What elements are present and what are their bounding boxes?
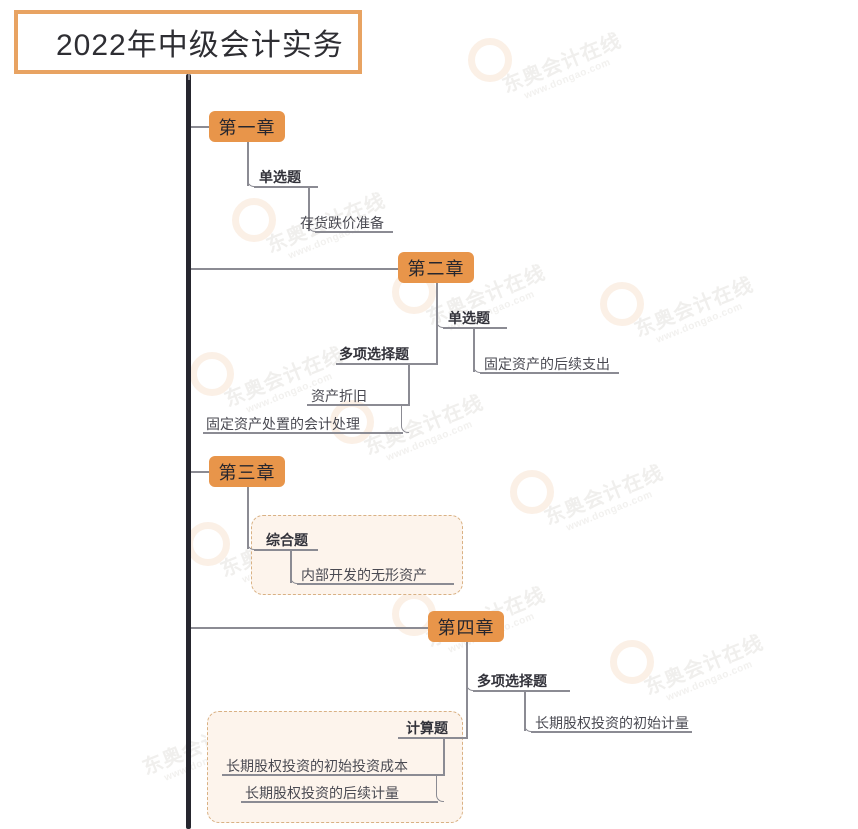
topic-label[interactable]: 固定资产的后续支出	[484, 356, 610, 372]
title-trunk-connector	[188, 74, 190, 80]
ch2-q2-topic1-underline	[307, 404, 410, 406]
ch3-q1-topic-elbow	[290, 576, 298, 584]
ch2-q2-underline	[336, 363, 438, 365]
watermark: 东奥会计在线 www.dongao.com	[631, 273, 761, 352]
group-box-chapter-4	[207, 711, 463, 823]
ch4-q1-topic-underline	[531, 731, 692, 733]
watermark-ring	[186, 522, 230, 566]
ch4-to-q2-stem	[466, 690, 468, 738]
watermark-brand: 东奥会计在线	[541, 461, 667, 530]
watermark-url: www.dongao.com	[664, 658, 755, 704]
chapter-label: 第三章	[218, 462, 276, 483]
ch4-q2-topic1-underline	[222, 774, 445, 776]
group-box-chapter-3	[251, 515, 463, 595]
ch2-q2-topic2-elbow	[401, 404, 409, 433]
ch3-q1-elbow	[247, 542, 255, 550]
ch2-q2-topic2-underline	[203, 432, 403, 434]
ch1-q1-topic-elbow	[308, 224, 316, 232]
question-type-label[interactable]: 计算题	[406, 720, 448, 736]
page-title: 2022年中级会计实务	[56, 29, 344, 62]
watermark-brand: 东奥会计在线	[641, 631, 767, 700]
topic-label[interactable]: 长期股权投资的初始计量	[535, 715, 689, 731]
watermark-ring	[600, 282, 644, 326]
ch1-q1-elbow	[247, 179, 255, 187]
trunk-branch-ch1	[191, 126, 209, 128]
ch4-q1-topic-elbow	[524, 724, 532, 732]
watermark: 东奥会计在线 www.dongao.com	[499, 29, 629, 108]
chapter-label: 第二章	[407, 258, 465, 279]
ch4-q1-underline	[473, 690, 570, 692]
ch1-q1-topic-stem	[308, 186, 310, 231]
question-type-label[interactable]: 单选题	[448, 310, 490, 326]
chapter-label: 第四章	[437, 617, 495, 638]
ch2-to-q1-stem	[436, 283, 438, 327]
watermark-url: www.dongao.com	[522, 56, 613, 102]
watermark-url: www.dongao.com	[564, 488, 655, 534]
topic-label[interactable]: 长期股权投资的初始投资成本	[226, 758, 408, 774]
trunk-branch-ch4	[191, 627, 428, 629]
ch3-to-q1-stem	[247, 487, 249, 549]
watermark-ring	[610, 640, 654, 684]
ch3-q1-topic-underline	[297, 583, 454, 585]
main-trunk	[186, 74, 191, 829]
trunk-branch-ch2	[191, 268, 398, 270]
ch1-q1-topic-underline	[315, 231, 393, 233]
ch2-q1-topic-underline	[480, 372, 619, 374]
ch3-q1-underline	[254, 549, 318, 551]
topic-label[interactable]: 长期股权投资的后续计量	[245, 785, 399, 801]
ch2-q1-underline	[443, 327, 507, 329]
topic-label[interactable]: 资产折旧	[311, 388, 367, 404]
watermark-brand: 东奥会计在线	[361, 391, 487, 460]
ch4-q2-topic-stem	[443, 737, 445, 774]
trunk-branch-ch3	[191, 471, 209, 473]
watermark-url: www.dongao.com	[654, 300, 745, 346]
watermark: 东奥会计在线 www.dongao.com	[641, 631, 771, 710]
ch1-to-q1-stem	[247, 142, 249, 186]
ch2-to-q2-stem	[436, 327, 438, 363]
ch4-q2-topic2-underline	[241, 801, 438, 803]
ch1-q1-underline	[254, 186, 318, 188]
chapter-node-2[interactable]: 第二章	[398, 252, 474, 283]
watermark: 东奥会计在线 www.dongao.com	[222, 344, 351, 422]
ch2-q1-topic-stem	[473, 327, 475, 372]
topic-label[interactable]: 内部开发的无形资产	[301, 567, 427, 583]
topic-label[interactable]: 存货跌价准备	[300, 215, 384, 231]
watermark-ring	[232, 198, 276, 242]
question-type-label[interactable]: 综合题	[266, 532, 308, 548]
question-type-label[interactable]: 单选题	[259, 169, 301, 185]
watermark-ring	[190, 352, 234, 396]
question-type-label[interactable]: 多项选择题	[477, 673, 547, 689]
chapter-node-3[interactable]: 第三章	[209, 456, 285, 487]
ch3-q1-topic-stem	[290, 549, 292, 583]
watermark-ring	[510, 470, 554, 514]
ch4-q1-elbow	[466, 683, 474, 691]
ch2-q1-topic-elbow	[473, 365, 481, 373]
chapter-node-4[interactable]: 第四章	[428, 611, 504, 642]
watermark-ring	[468, 38, 512, 82]
ch4-q2-topic2-elbow	[436, 774, 444, 802]
ch4-q1-topic-stem	[524, 690, 526, 731]
ch4-q2-underline	[398, 737, 468, 739]
ch2-q2-topic-stem	[408, 363, 410, 404]
question-type-label[interactable]: 多项选择题	[339, 346, 409, 362]
root-title-box[interactable]: 2022年中级会计实务	[14, 10, 362, 74]
watermark-brand: 东奥会计在线	[631, 273, 757, 342]
chapter-node-1[interactable]: 第一章	[209, 111, 285, 142]
watermark: 东奥会计在线 www.dongao.com	[541, 461, 671, 540]
watermark-brand: 东奥会计在线	[499, 29, 625, 98]
chapter-label: 第一章	[218, 117, 276, 138]
ch2-q1-elbow	[436, 320, 444, 328]
topic-label[interactable]: 固定资产处置的会计处理	[206, 416, 360, 432]
ch4-to-q1-stem	[466, 642, 468, 690]
